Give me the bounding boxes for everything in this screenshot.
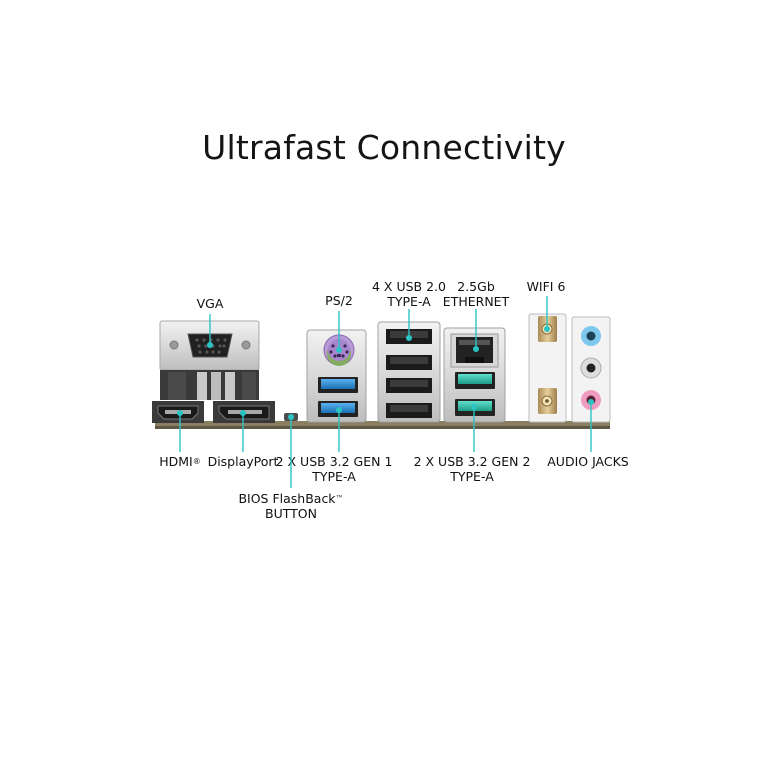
pcb-strip <box>155 421 610 428</box>
wifi-label: WIFI 6 <box>526 279 566 294</box>
usb32g2-label-line2: TYPE-A <box>450 469 494 484</box>
ethernet-usb-gen2-block <box>443 327 506 423</box>
usb20-label: 4 X USB 2.0 TYPE-A <box>372 279 446 309</box>
trademark-mark: ™ <box>335 494 344 503</box>
bios-flashback-label-line1: BIOS FlashBack™ <box>238 491 343 506</box>
ethernet-label-line2: ETHERNET <box>442 294 510 309</box>
wifi-antenna-block <box>528 313 567 423</box>
audio-jacks-block <box>571 316 611 423</box>
audio-label: AUDIO JACKS <box>547 454 629 469</box>
hdmi-label: HDMI® <box>159 454 201 469</box>
bios-flashback-text: BIOS FlashBack <box>238 491 336 506</box>
usb32g2-label-line1: 2 X USB 3.2 GEN 2 <box>413 454 531 469</box>
bios-flashback-label-line2: BUTTON <box>265 506 317 521</box>
ps2-label: PS/2 <box>325 293 353 308</box>
ethernet-label: 2.5Gb ETHERNET <box>443 279 509 309</box>
usb32g1-label-line1: 2 X USB 3.2 GEN 1 <box>275 454 393 469</box>
vga-label: VGA <box>196 296 224 311</box>
ethernet-label-line1: 2.5Gb <box>457 279 495 294</box>
page-title: Ultrafast Connectivity <box>202 128 566 167</box>
usb20-stack <box>377 321 441 423</box>
hdmi-registered-mark: ® <box>192 457 201 466</box>
ps2-usb-gen1-block <box>306 329 367 423</box>
usb20-label-line1: 4 X USB 2.0 <box>372 279 446 294</box>
usb20-label-line2: TYPE-A <box>387 294 431 309</box>
usb32g1-label-line2: TYPE-A <box>312 469 356 484</box>
bios-flashback-label: BIOS FlashBack™ BUTTON <box>238 491 343 521</box>
callout-lines <box>177 296 594 488</box>
hdmi-label-text: HDMI <box>159 454 193 469</box>
usb32g1-label: 2 X USB 3.2 GEN 1 TYPE-A <box>276 454 393 484</box>
displayport-label: DisplayPort <box>207 454 279 469</box>
usb32g2-label: 2 X USB 3.2 GEN 2 TYPE-A <box>414 454 531 484</box>
